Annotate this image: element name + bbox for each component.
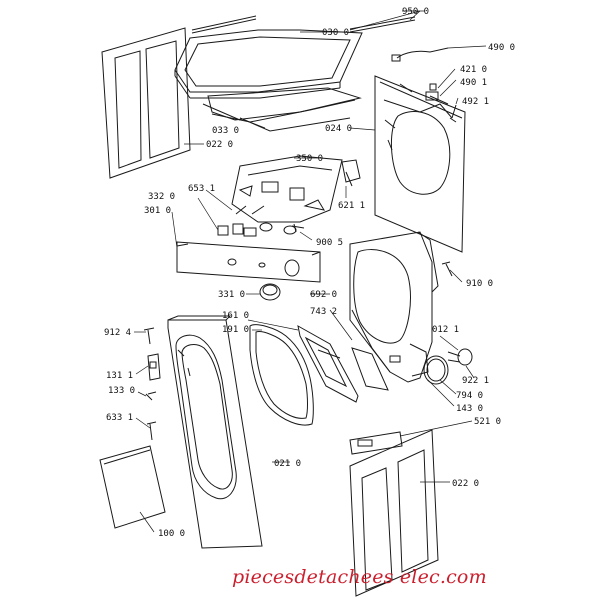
label-143-0: 143 0: [456, 404, 483, 414]
screw-910: [441, 261, 453, 277]
label-332-0: 332 0: [148, 192, 175, 202]
label-910-0: 910 0: [466, 279, 493, 289]
small-bracket: [341, 159, 361, 187]
screw-900: [291, 223, 305, 233]
label-492-1: 492 1: [462, 97, 489, 107]
label-033-0: 033 0: [212, 126, 239, 136]
screw-633: [146, 421, 157, 441]
label-950-0: 950 0: [402, 7, 429, 17]
right-side-panel: [349, 429, 439, 597]
label-490-1: 490 1: [460, 78, 487, 88]
label-024-0: 024 0: [325, 124, 352, 134]
back-panel: [374, 75, 466, 253]
top-cover: [174, 15, 416, 99]
label-653-1: 653 1: [188, 184, 215, 194]
label-022-0-bottom: 022 0: [452, 479, 479, 489]
control-module: [231, 155, 343, 223]
label-692-0: 692 0: [310, 290, 337, 300]
cable-part: [391, 47, 449, 62]
front-duct-assembly: [349, 231, 439, 383]
label-794-0: 794 0: [456, 391, 483, 401]
label-161-0: 161 0: [222, 311, 249, 321]
label-021-0: 021 0: [274, 459, 301, 469]
label-301-0: 301 0: [144, 206, 171, 216]
label-350-0: 350 0: [296, 154, 323, 164]
callout-lines: [134, 10, 487, 533]
rubber-ring: [423, 355, 449, 385]
label-030-0: 030 0: [322, 28, 349, 38]
part-labels: 950 0 030 0 490 0 421 0 490 1 492 1 033 …: [104, 7, 515, 539]
label-633-1: 633 1: [106, 413, 133, 423]
label-521-0: 521 0: [474, 417, 501, 427]
label-490-0: 490 0: [488, 43, 515, 53]
label-012-1: 012 1: [432, 325, 459, 335]
program-knob: [259, 283, 281, 301]
kick-plate: [99, 445, 166, 529]
label-191-0: 191 0: [222, 325, 249, 335]
display-board: [349, 431, 403, 455]
filter-frame: [351, 347, 389, 391]
control-fascia: [176, 241, 321, 283]
front-panel: [167, 315, 263, 549]
door-gasket: [249, 324, 314, 426]
label-421-0: 421 0: [460, 65, 487, 75]
label-743-2: 743 2: [310, 307, 337, 317]
connector-part: [425, 83, 457, 123]
label-331-0: 331 0: [218, 290, 245, 300]
label-922-1: 922 1: [462, 376, 489, 386]
label-621-1: 621 1: [338, 201, 365, 211]
label-131-1: 131 1: [106, 371, 133, 381]
label-022-0-top: 022 0: [206, 140, 233, 150]
hinge-pin: [145, 391, 157, 401]
label-133-0: 133 0: [108, 386, 135, 396]
door-hinge: [147, 353, 161, 381]
label-912-4: 912 4: [104, 328, 131, 338]
lint-filter: [297, 325, 359, 403]
label-100-0: 100 0: [158, 529, 185, 539]
watermark-text: piecesdetachees elec.com: [232, 566, 487, 588]
fan-impeller: [447, 348, 473, 366]
label-900-5: 900 5: [316, 238, 343, 248]
screw-912: [143, 327, 155, 345]
left-side-panel: [101, 27, 191, 179]
